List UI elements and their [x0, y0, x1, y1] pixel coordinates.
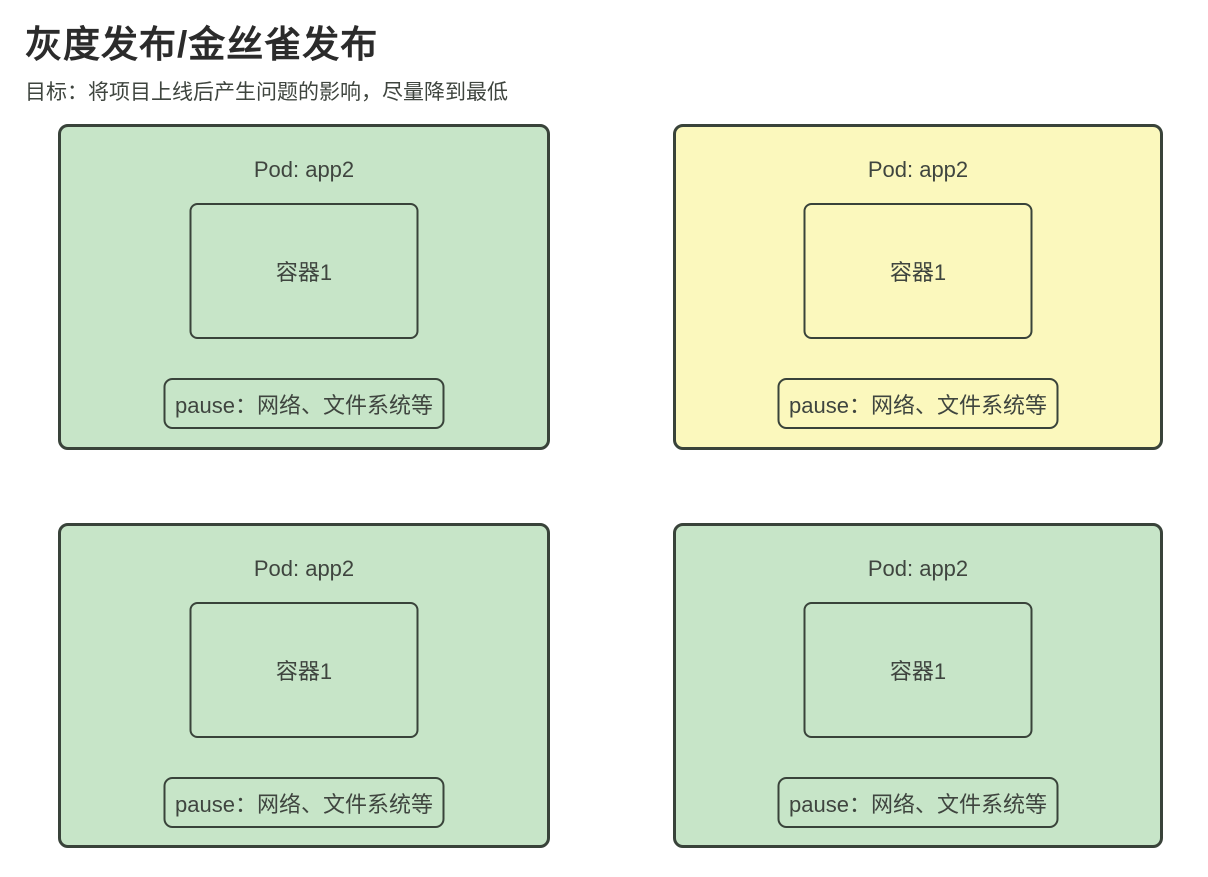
container-box: 容器1	[189, 602, 419, 738]
page-title: 灰度发布/金丝雀发布	[25, 24, 379, 65]
pod-card-top-left: Pod: app2 容器1 pause：网络、文件系统等	[58, 124, 550, 450]
container-box: 容器1	[803, 602, 1033, 738]
pause-box: pause：网络、文件系统等	[163, 378, 445, 429]
pod-title: Pod: app2	[867, 157, 969, 182]
container-label: 容器1	[889, 260, 947, 285]
pause-box: pause：网络、文件系统等	[777, 777, 1059, 828]
pause-label: pause：网络、文件系统等	[789, 392, 1047, 418]
container-label: 容器1	[275, 260, 333, 285]
pause-label: pause：网络、文件系统等	[175, 392, 433, 418]
pause-box: pause：网络、文件系统等	[163, 777, 445, 828]
pause-label: pause：网络、文件系统等	[789, 791, 1047, 817]
pause-label: pause：网络、文件系统等	[175, 791, 433, 817]
page-subtitle: 目标：将项目上线后产生问题的影响，尽量降到最低	[25, 81, 508, 104]
pod-title: Pod: app2	[253, 157, 355, 182]
container-label: 容器1	[889, 659, 947, 684]
container-label: 容器1	[275, 659, 333, 684]
pod-title: Pod: app2	[253, 556, 355, 581]
pod-title: Pod: app2	[867, 556, 969, 581]
container-box: 容器1	[189, 203, 419, 339]
pod-card-bottom-right: Pod: app2 容器1 pause：网络、文件系统等	[673, 523, 1163, 848]
pod-card-top-right: Pod: app2 容器1 pause：网络、文件系统等	[673, 124, 1163, 450]
pause-box: pause：网络、文件系统等	[777, 378, 1059, 429]
pod-card-bottom-left: Pod: app2 容器1 pause：网络、文件系统等	[58, 523, 550, 848]
container-box: 容器1	[803, 203, 1033, 339]
